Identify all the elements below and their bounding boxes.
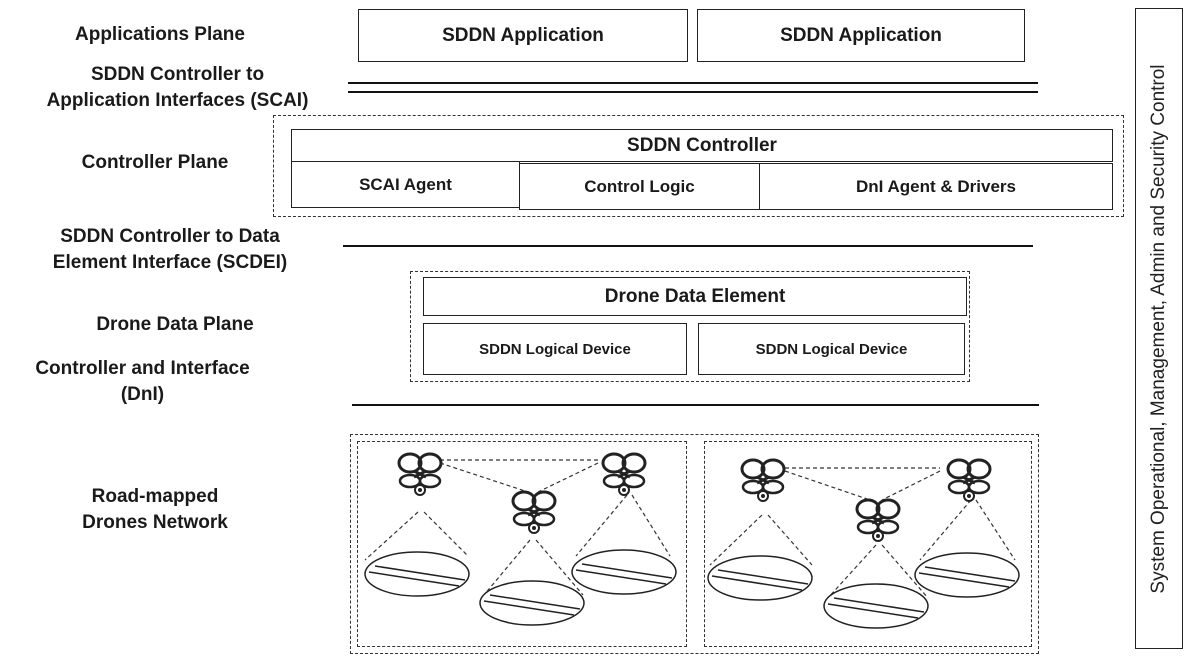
- applications-plane-label: Applications Plane: [75, 24, 245, 45]
- scdei-interface-line: [343, 245, 1033, 247]
- drone-icon: [740, 458, 786, 503]
- road-coverage-icon: [479, 580, 585, 626]
- road-coverage-icon: [823, 583, 929, 629]
- drones-network-label-line2: Drones Network: [82, 512, 228, 533]
- dni-label-line1: Controller and Interface: [35, 358, 250, 379]
- road-coverage-icon: [571, 549, 677, 595]
- drones-network-label-line1: Road-mapped: [91, 486, 219, 507]
- controller-plane-boundary: [273, 115, 1124, 217]
- drone-icon: [946, 458, 992, 503]
- system-control-side-panel: System Operational, Management, Admin an…: [1135, 8, 1183, 649]
- system-control-side-label: System Operational, Management, Admin an…: [1148, 63, 1169, 594]
- dni-label: Controller and Interface (DnI): [0, 356, 285, 408]
- sddn-application-box-1: SDDN Application: [358, 9, 688, 62]
- dni-interface-line: [352, 404, 1039, 406]
- scai-label-line1: SDDN Controller to: [90, 64, 265, 85]
- scai-label: SDDN Controller to Application Interface…: [0, 62, 355, 114]
- cluster-2-links: [709, 467, 1016, 599]
- drone-data-element-box: Drone Data Element: [423, 277, 967, 316]
- road-coverage-icon: [914, 552, 1020, 598]
- dni-agent-drivers-box: DnI Agent & Drivers: [759, 163, 1113, 210]
- drone-icon: [397, 452, 443, 497]
- scdei-label-line2: Element Interface (SCDEI): [52, 252, 288, 273]
- road-coverage-icon: [364, 551, 470, 597]
- drone-icon: [511, 490, 557, 535]
- sddn-application-box-2: SDDN Application: [697, 9, 1025, 62]
- drones-network-cluster-1: [357, 441, 687, 647]
- sddn-logical-device-box-2: SDDN Logical Device: [698, 323, 965, 375]
- drone-data-plane-label: Drone Data Plane: [96, 314, 254, 335]
- controller-plane-label: Controller Plane: [81, 152, 229, 173]
- scai-interface-line-top: [348, 82, 1038, 84]
- road-coverage-icon: [707, 555, 813, 601]
- sddn-controller-box: SDDN Controller: [291, 129, 1113, 162]
- drones-network-label: Road-mapped Drones Network: [20, 484, 290, 536]
- scai-label-line2: Application Interfaces (SCAI): [46, 90, 309, 111]
- drone-icon: [855, 498, 901, 543]
- scdei-label-line1: SDDN Controller to Data: [60, 226, 280, 247]
- scai-interface-line-bottom: [348, 91, 1038, 93]
- dni-label-line2: (DnI): [120, 384, 165, 405]
- drones-network-cluster-2: [704, 441, 1032, 647]
- cluster-1-links: [364, 459, 671, 596]
- drone-icon: [601, 452, 647, 497]
- control-logic-box: Control Logic: [519, 163, 760, 210]
- scai-agent-box: SCAI Agent: [291, 161, 520, 208]
- drone-data-plane-boundary: [410, 271, 970, 382]
- drones-network-outer-boundary: [350, 434, 1039, 654]
- scdei-label: SDDN Controller to Data Element Interfac…: [0, 224, 340, 276]
- sddn-logical-device-box-1: SDDN Logical Device: [423, 323, 687, 375]
